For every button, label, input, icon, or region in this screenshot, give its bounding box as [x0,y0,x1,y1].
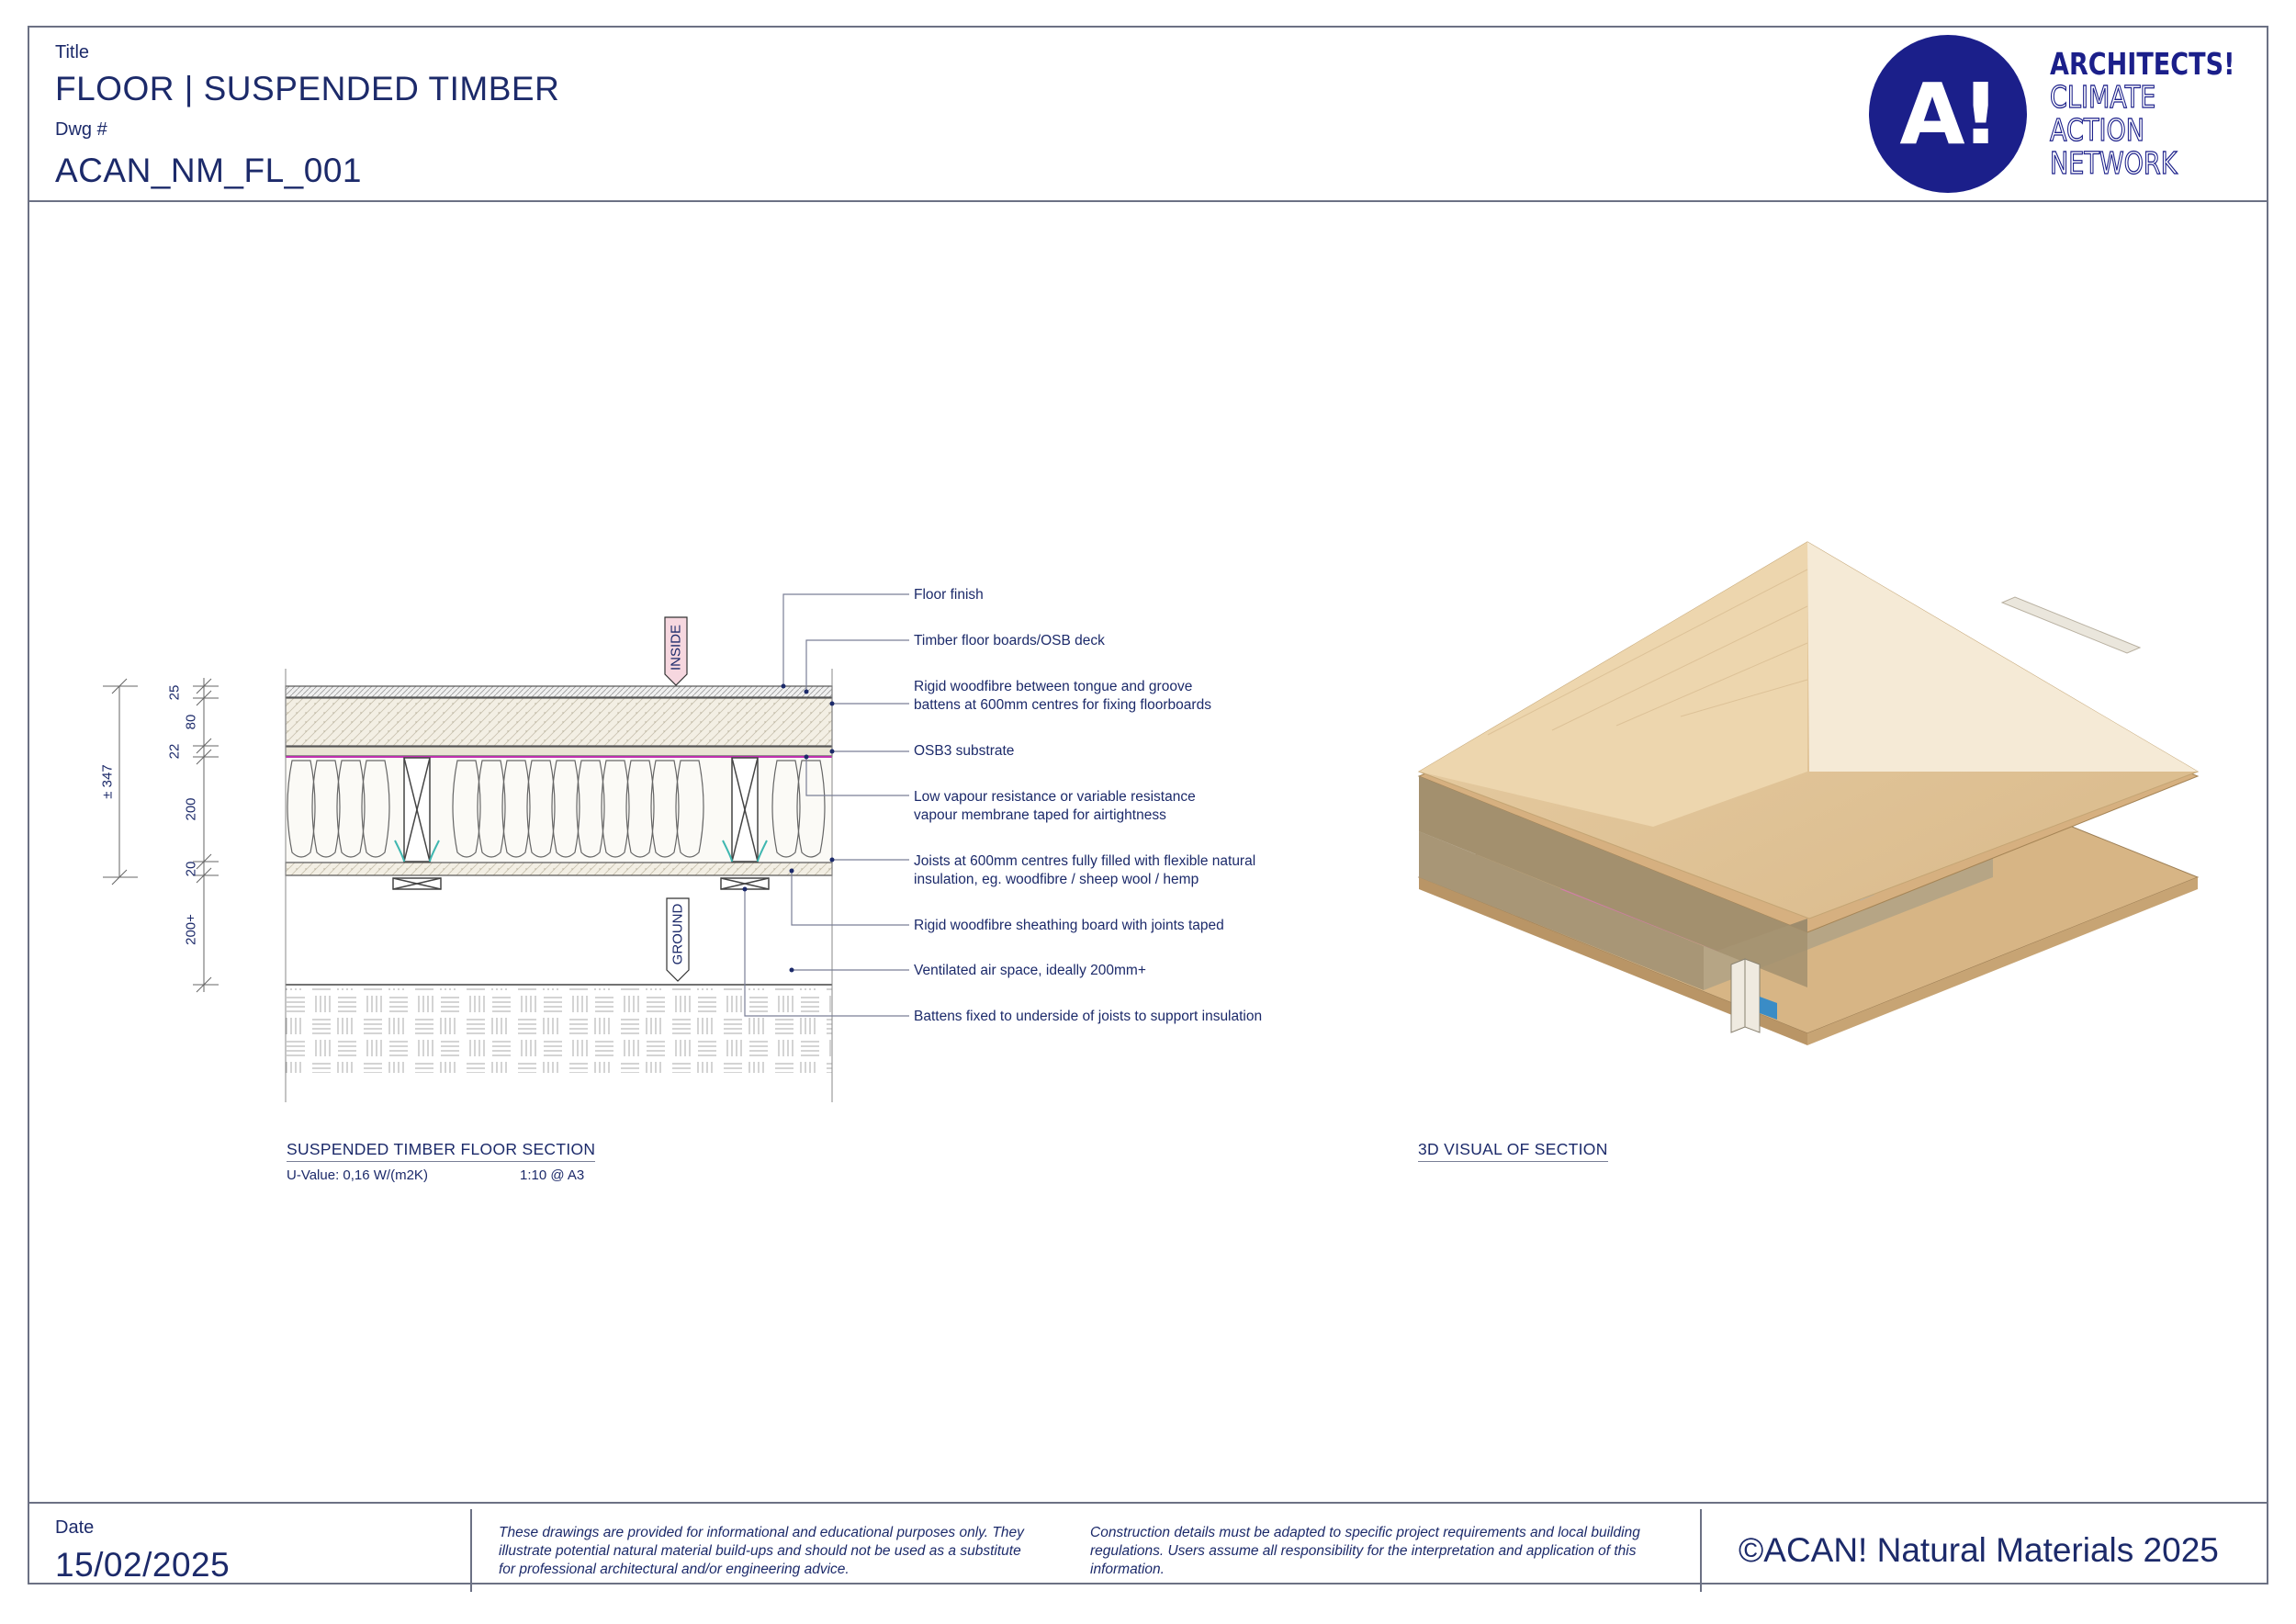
3d-joist [1730,958,1761,1033]
callout-leaders [744,593,909,1017]
ground-marker [666,897,690,982]
timber-joist-right [720,757,770,890]
3d-insulation-block [1419,831,1704,990]
copyright-text: ©ACAN! Natural Materials 2025 [1739,1531,2219,1569]
callout-osb3-substrate: OSB3 substrate [914,743,1015,759]
drawing-number: ACAN_NM_FL_001 [55,152,362,189]
dwg-label: Dwg # [55,119,107,140]
disclaimer-construction: Construction details must be adapted to … [1090,1525,1640,1577]
drawing-title: FLOOR | SUSPENDED TIMBER [55,70,560,107]
callout-floor-finish: Floor finish [914,587,984,603]
callout-dots [742,683,835,973]
callout-timber-floor-boards: Timber floor boards/OSB deck [914,633,1105,648]
callout-ventilated-air-space: Ventilated air space, ideally 200mm+ [914,963,1146,978]
flexible-insulation-loops [287,760,826,858]
footer-divider-2 [1700,1509,1702,1592]
3d-visual-caption: 3D VISUAL OF SECTION [1418,1140,1608,1162]
disclaimer-educational: These drawings are provided for informat… [499,1525,1024,1577]
acan-logo-text: ARCHITECTS! CLIMATE ACTION NETWORK [2049,46,2235,181]
title-block-header [28,26,2268,202]
timber-joist-left [392,757,442,890]
scale-text: 1:10 @ A3 [520,1167,585,1183]
date-value: 15/02/2025 [55,1546,231,1584]
logo-line-climate: CLIMATE [2049,79,2156,115]
callout-vapour-membrane: Low vapour resistance or variable resist… [914,789,1196,823]
acan-logo-mark: A! [1869,35,2027,193]
logo-line-action: ACTION [2049,112,2144,148]
logo-line-architects: ARCHITECTS! [2050,46,2235,82]
inside-marker [664,616,688,686]
footer-divider-1 [470,1509,472,1592]
rigid-woodfibre-layer [285,697,833,747]
u-value-text: U-Value: 0,16 W/(m2K) [287,1167,428,1183]
title-label: Title [55,42,90,62]
date-label: Date [55,1517,95,1538]
overall-dimension-line [103,678,138,885]
callout-battens: Battens fixed to underside of joists to … [914,1009,1263,1024]
callout-sheathing-board: Rigid woodfibre sheathing board with joi… [914,918,1224,933]
logo-line-network: NETWORK [2049,145,2178,181]
callout-joists-insulation: Joists at 600mm centres fully filled wit… [914,853,1256,887]
3d-timber-floorboards [1419,542,1807,827]
drawing-sheet-frame [28,26,2268,1585]
ground-pattern [286,988,832,1073]
section-caption: SUSPENDED TIMBER FLOOR SECTION [287,1140,596,1162]
layer-dimension-line [193,678,219,993]
title-block-footer [28,1502,2268,1585]
callout-rigid-woodfibre: Rigid woodfibre between tongue and groov… [914,679,1211,713]
